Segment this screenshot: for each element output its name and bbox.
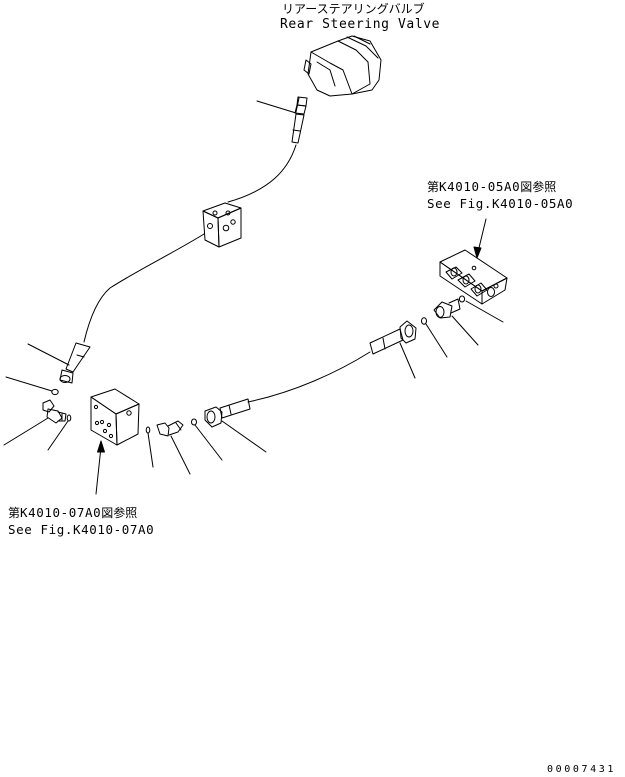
leader-line-right-elbow	[170, 435, 191, 475]
upper-hose-fitting	[291, 96, 308, 144]
o-ring-left-lower	[66, 414, 72, 422]
drawing-id: 00007431	[547, 764, 616, 775]
reference-right-code: K4010-05A0	[439, 179, 521, 194]
leader-line-left-fitting	[27, 343, 70, 366]
leader-line-elbow	[3, 417, 49, 446]
leader-line-upper-fitting	[256, 100, 297, 114]
lower-middle-hose-fitting	[204, 398, 251, 428]
right-hose-fitting	[369, 320, 417, 355]
leader-line-o-ring-right	[425, 323, 448, 358]
reference-right-jp-prefix: 第	[427, 180, 440, 194]
leader-line-o-ring-lower	[47, 420, 69, 451]
arrowhead-right-block	[473, 246, 482, 259]
reference-left-jp-suffix: 図参照	[101, 506, 138, 520]
leader-line-o-ring	[5, 376, 53, 392]
reference-right-en: See Fig.K4010-05A0	[427, 196, 574, 211]
hose-upper	[227, 144, 297, 203]
leader-line-o-ring-block	[147, 432, 154, 468]
o-ring-left-upper	[51, 388, 59, 396]
hose-lower	[247, 351, 371, 403]
leader-line-lower-fitting	[221, 420, 267, 453]
reference-right-jp-suffix: 図参照	[520, 180, 557, 194]
hose-middle	[83, 233, 205, 343]
o-ring-block-right	[145, 426, 151, 434]
lower-left-hose-fitting	[59, 342, 91, 384]
arrowhead-left-block	[97, 440, 105, 453]
arrow-right-block	[477, 218, 487, 253]
o-ring-right	[421, 317, 427, 325]
leader-line-o-ring-right-block	[465, 300, 504, 323]
left-elbow-fitting	[42, 399, 67, 424]
right-valve-block	[439, 249, 508, 305]
valve-title-jp: リアーステアリングバルブ	[282, 2, 425, 16]
o-ring-right-block	[458, 295, 466, 303]
leader-line-right-fitting	[399, 342, 416, 379]
reference-left-jp-prefix: 第	[8, 506, 21, 520]
junction-block	[202, 202, 242, 248]
reference-left-jp: 第K4010-07A0図参照	[8, 505, 137, 521]
leader-line-adapter	[451, 315, 479, 346]
right-adapter	[433, 298, 461, 319]
reference-right-jp: 第K4010-05A0図参照	[427, 179, 556, 195]
rear-steering-valve	[303, 35, 382, 97]
leader-line-o-ring-mid	[194, 424, 223, 461]
left-valve-block	[90, 388, 140, 446]
right-elbow-fitting	[156, 420, 184, 437]
arrow-left-block	[95, 446, 102, 495]
reference-left-code: K4010-07A0	[20, 505, 102, 520]
reference-left-en: See Fig.K4010-07A0	[8, 522, 155, 537]
valve-title-en: Rear Steering Valve	[280, 17, 441, 32]
o-ring-mid	[191, 418, 197, 426]
